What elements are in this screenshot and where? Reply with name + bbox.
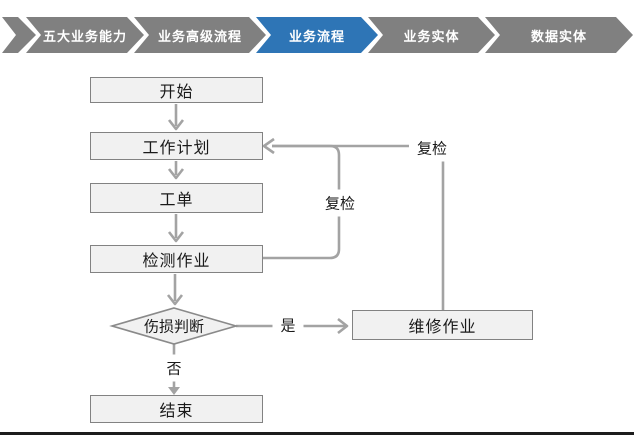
edge-label-yes: 是 [272, 311, 304, 339]
edge-label-recheck-inner: 复检 [316, 189, 364, 217]
node-label: 维修作业 [408, 319, 477, 336]
breadcrumb-item-business-entity[interactable]: 业务实体 [368, 17, 495, 53]
breadcrumb-item-label: 五大业务能力 [42, 28, 127, 44]
edge-label-no: 否 [158, 354, 190, 382]
arrowhead-left-icon [262, 137, 275, 155]
decision-diamond [109, 307, 239, 345]
breadcrumb-item-business-process-active[interactable]: 业务流程 [256, 17, 378, 53]
breadcrumb-item-high-level-process[interactable]: 业务高级流程 [134, 17, 266, 53]
node-start: 开始 [90, 77, 263, 103]
breadcrumb-item-label: 业务实体 [403, 28, 460, 44]
arrowhead-triangle-down-icon [168, 387, 180, 395]
node-end: 结束 [90, 395, 263, 423]
node-label: 开始 [159, 84, 194, 101]
node-repair: 维修作业 [352, 310, 533, 340]
arrowhead-down-icon [167, 168, 185, 180]
arrowhead-down-icon [166, 294, 184, 306]
arrowhead-down-icon [167, 231, 185, 243]
node-work-order: 工单 [90, 183, 263, 213]
node-label: 工作计划 [142, 140, 211, 157]
arrowhead-down-icon [167, 119, 185, 131]
node-work-plan: 工作计划 [90, 132, 263, 160]
breadcrumb-item-label: 数据实体 [530, 28, 587, 44]
breadcrumb-item-five-capabilities[interactable]: 五大业务能力 [26, 17, 144, 53]
breadcrumb-item-data-entity[interactable]: 数据实体 [485, 17, 633, 53]
node-label: 工单 [159, 192, 194, 209]
slide-bottom-rule [0, 432, 634, 435]
edge-label-recheck-outer: 复检 [408, 134, 456, 162]
node-label: 结束 [159, 403, 194, 420]
edge-repair-recheck [272, 144, 445, 310]
arrowhead-right-icon [337, 317, 349, 335]
node-label: 检测作业 [142, 253, 211, 270]
breadcrumb-item-label: 业务高级流程 [157, 28, 242, 44]
node-damage-decision-label: 伤损判断 [143, 318, 205, 336]
breadcrumb-item-label: 业务流程 [288, 28, 345, 44]
node-inspection: 检测作业 [90, 245, 263, 273]
